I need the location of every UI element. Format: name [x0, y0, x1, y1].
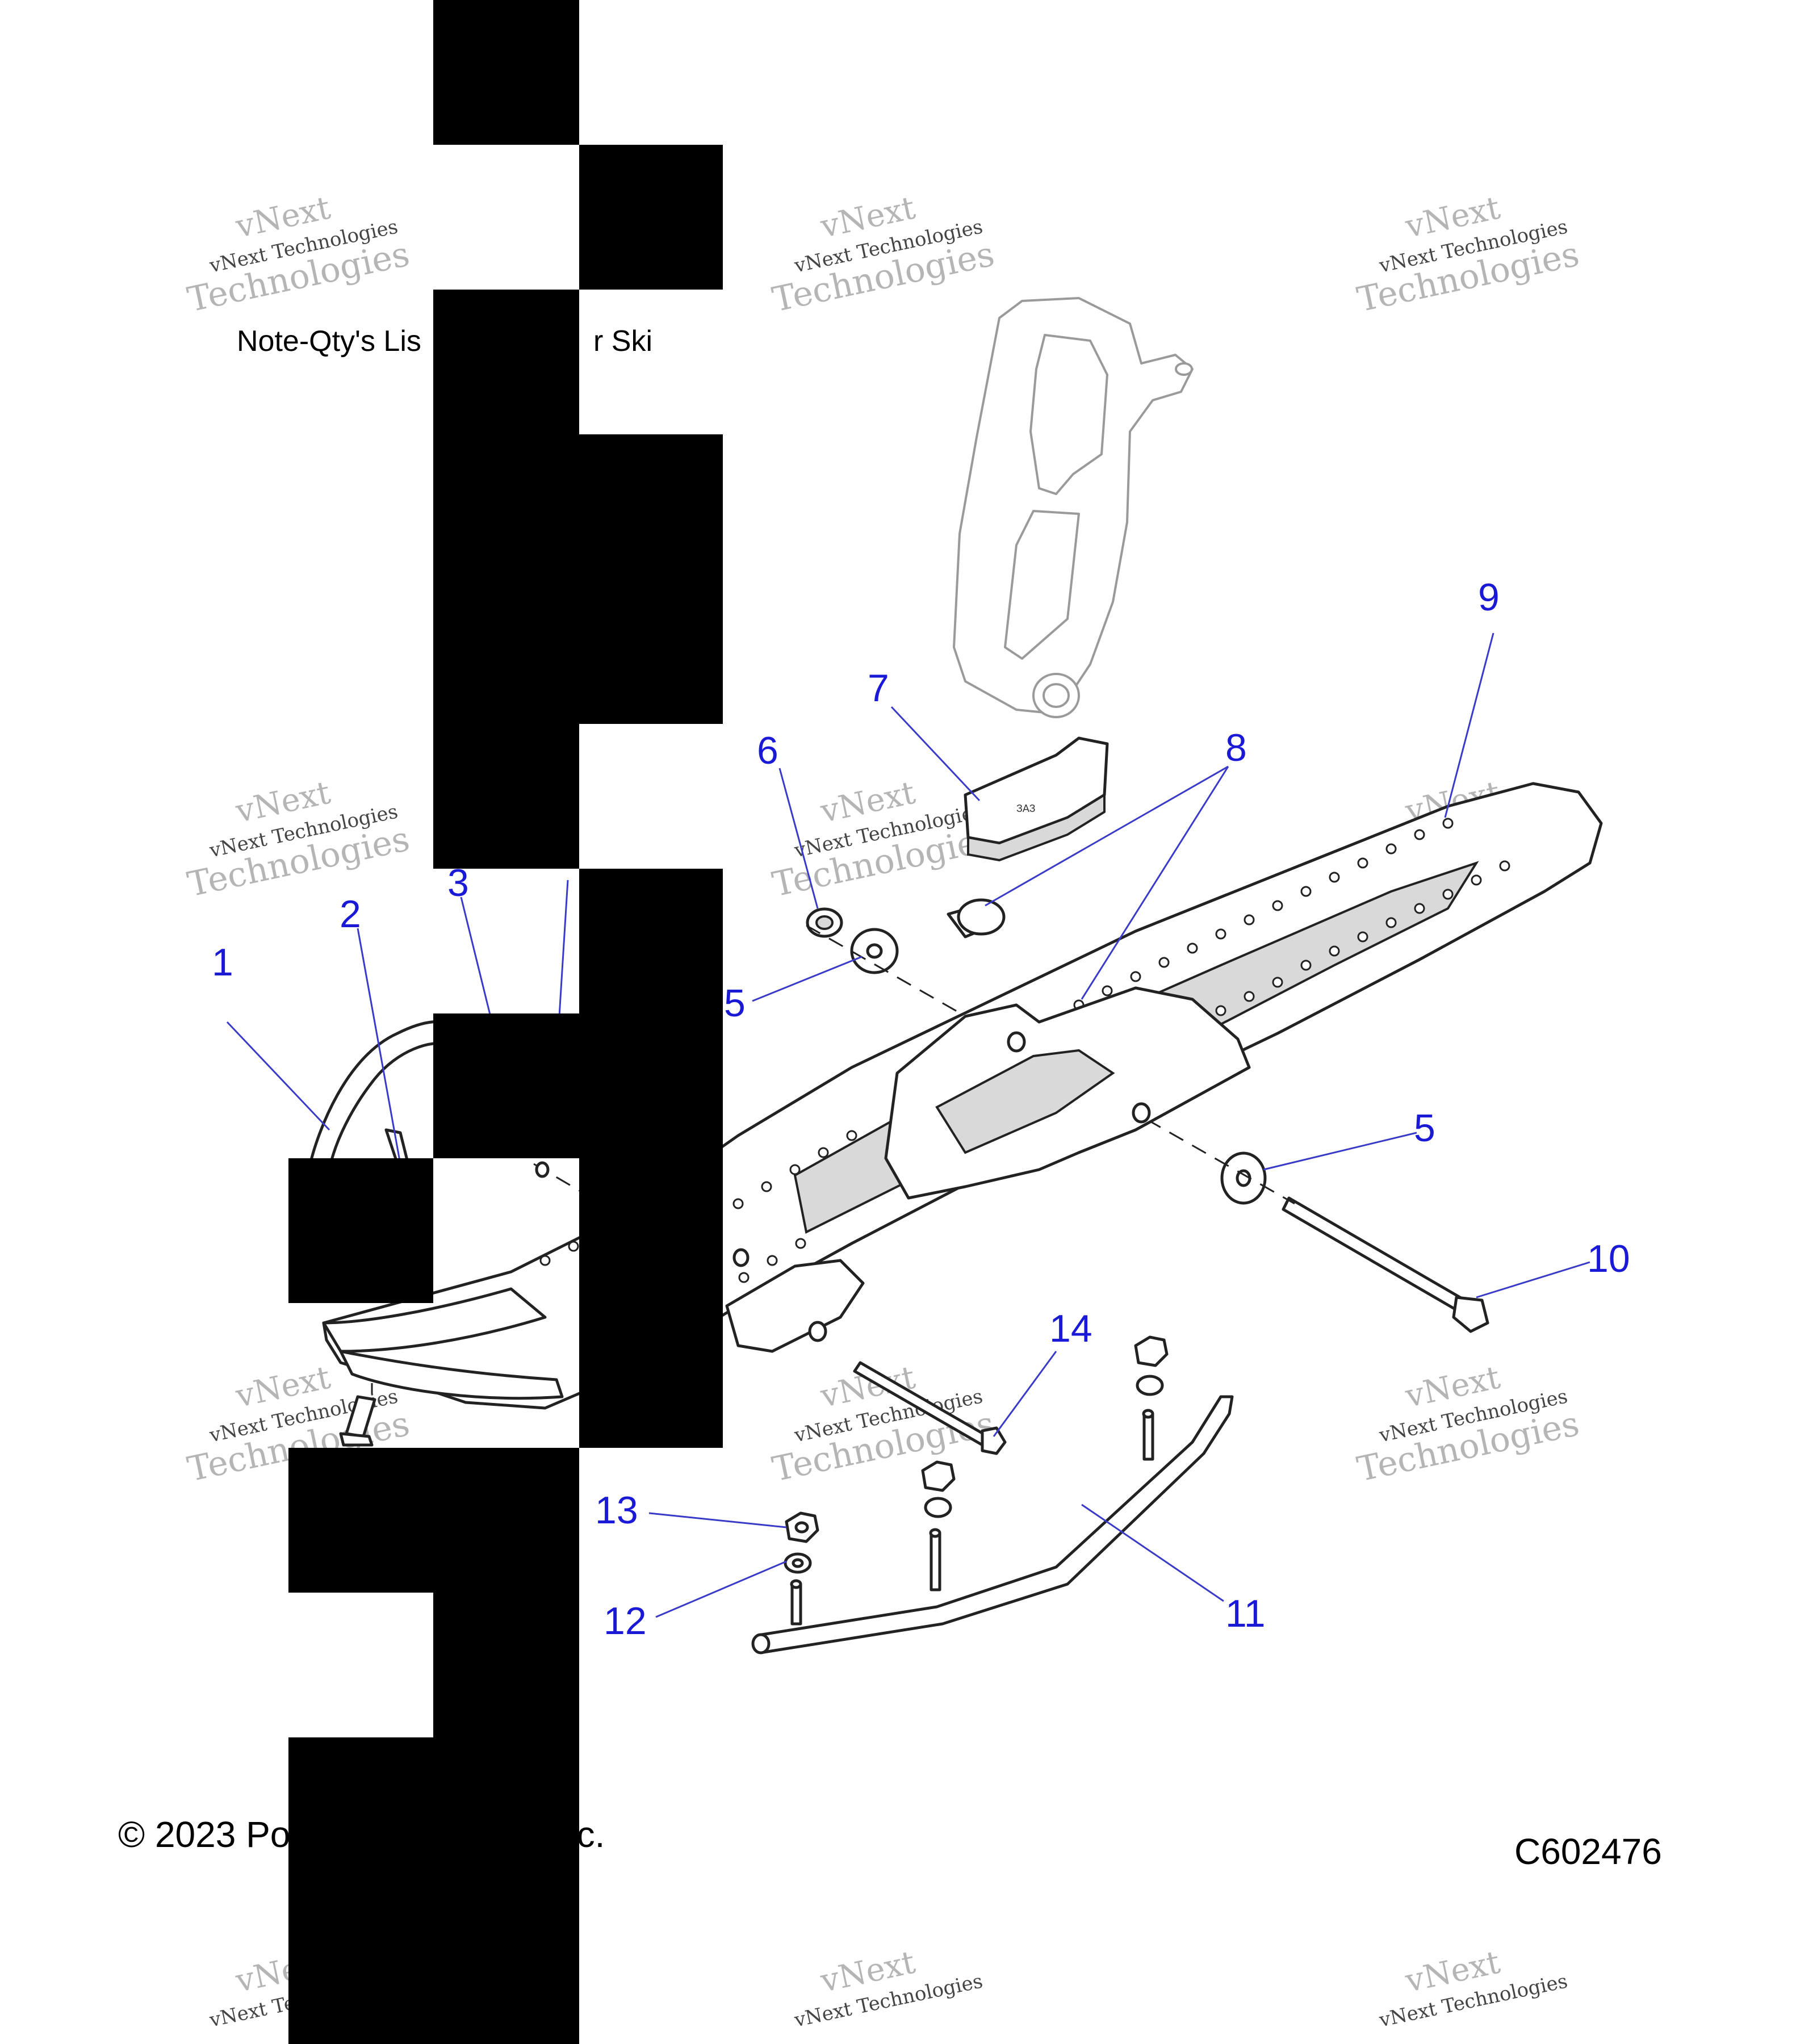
- leader-12: [655, 1560, 787, 1618]
- leader-14: [993, 1351, 1057, 1437]
- watermark: vNext vNext Technologies Technologies: [1354, 190, 1582, 320]
- washer-upper: [850, 928, 899, 974]
- leader-2: [357, 928, 401, 1165]
- bolt: [1282, 1196, 1489, 1333]
- watermark: vNext vNext Technologies: [792, 1944, 985, 2032]
- washer-lower: [1220, 1151, 1267, 1205]
- lock-nut-2: [921, 1460, 956, 1518]
- leader-10: [1476, 1261, 1590, 1299]
- leader-7: [890, 706, 981, 802]
- callout-6: 6: [757, 729, 778, 772]
- callout-7: 7: [868, 667, 889, 710]
- bushing: [806, 907, 843, 938]
- callout-14: 14: [1049, 1307, 1092, 1350]
- mounting-bolt: [853, 1361, 1007, 1455]
- callout-5-upper: 5: [724, 982, 746, 1025]
- leader-9: [1444, 633, 1494, 818]
- watermark: vNext vNext Technologies Technologies: [1354, 1359, 1582, 1490]
- leader-13: [648, 1512, 787, 1528]
- redaction-blocks: [288, 0, 723, 2044]
- watermark: vNext vNext Technologies Technologies: [769, 190, 998, 320]
- callout-2: 2: [340, 893, 361, 936]
- note-text: Note-Qty's Lis: [237, 325, 421, 358]
- callout-1: 1: [212, 941, 233, 984]
- leader-5a: [752, 956, 863, 1002]
- callout-5-lower: 5: [1414, 1107, 1435, 1150]
- drawing-number: C602476: [1514, 1831, 1662, 1872]
- copyright-text: © 2023 Po: [118, 1814, 290, 1855]
- leader-lines: [226, 633, 1590, 1618]
- callout-13: 13: [595, 1489, 638, 1532]
- watermark: vNext vNext Technologies Technologies: [769, 1359, 998, 1490]
- leader-8a: [985, 765, 1229, 907]
- callout-10: 10: [1587, 1237, 1630, 1280]
- leader-3: [460, 897, 492, 1020]
- callout-8: 8: [1225, 726, 1247, 769]
- damper-block: ЗАЗ: [964, 736, 1109, 862]
- callout-9: 9: [1478, 576, 1500, 619]
- watermark: vNext vNext Technologies Technologies: [184, 190, 413, 320]
- leader-11: [1081, 1503, 1224, 1602]
- lock-nut-3: [1134, 1335, 1169, 1396]
- lock-washer: [784, 1552, 812, 1574]
- leader-1: [226, 1021, 330, 1131]
- spindle-outline: [953, 297, 1194, 718]
- rear-bolt: [339, 1395, 376, 1447]
- lock-nut: [785, 1511, 819, 1543]
- callout-12: 12: [604, 1599, 647, 1643]
- callout-11: 11: [1225, 1592, 1266, 1635]
- shoulder-bushing-upper: [947, 898, 1006, 939]
- watermark: vNext vNext Technologies: [1377, 1944, 1570, 2032]
- assembly-axis: [806, 924, 1295, 1205]
- watermark: vNext vNext Technologies Technologies: [184, 774, 413, 905]
- leader-3b: [558, 879, 569, 1017]
- leader-6: [778, 768, 819, 909]
- damper-logo-text: ЗАЗ: [1016, 803, 1036, 814]
- note-text-tail: r Ski: [593, 325, 652, 358]
- leader-8b: [1081, 766, 1229, 1000]
- wear-bar: [751, 1395, 1234, 1655]
- leader-5b: [1263, 1132, 1417, 1171]
